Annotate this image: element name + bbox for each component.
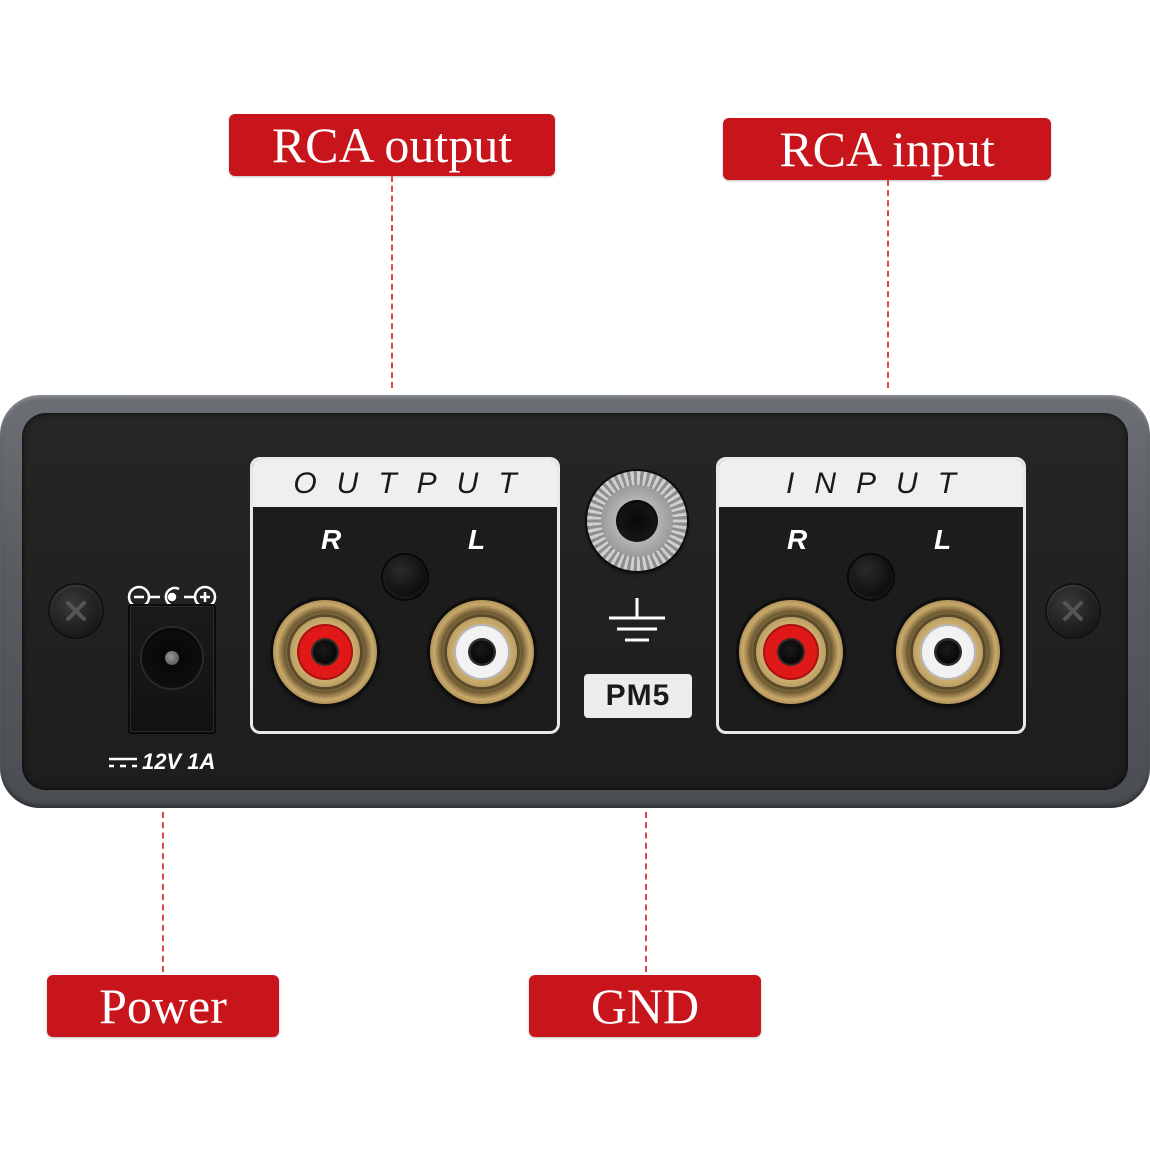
output-left-rca-jack[interactable] [430, 600, 534, 704]
gnd-leader-line [645, 812, 647, 972]
output-panel-title: OUTPUT [253, 460, 557, 507]
gnd-callout: GND [529, 975, 761, 1037]
input-indicator-led [849, 555, 893, 599]
power-callout: Power [47, 975, 279, 1037]
power-rating-label: 12V 1A [108, 749, 215, 775]
ground-symbol-icon [609, 598, 665, 642]
rca-input-callout: RCA input [723, 118, 1051, 180]
output-panel: OUTPUT R L [250, 457, 560, 734]
input-panel-title: INPUT [719, 460, 1023, 507]
output-right-label: R [321, 524, 342, 555]
input-right-label: R [787, 524, 808, 555]
dc-jack-socket [142, 628, 202, 688]
power-rating-text: 12V 1A [142, 749, 216, 774]
power-leader-line [162, 812, 164, 972]
phillips-screw-icon [1047, 585, 1099, 637]
dc-jack-pin [165, 651, 179, 665]
input-panel: INPUT R L [716, 457, 1026, 734]
dc-current-icon [109, 757, 137, 768]
input-left-rca-jack[interactable] [896, 600, 1000, 704]
model-badge: PM5 [584, 674, 692, 718]
preamp-rear-panel: 12V 1A OUTPUT R L [0, 395, 1150, 808]
output-indicator-led [383, 555, 427, 599]
ground-post-hole [616, 500, 658, 542]
output-left-label: L [468, 524, 486, 555]
rca-output-leader-line [391, 176, 393, 388]
rca-output-callout: RCA output [229, 114, 555, 176]
dc-power-jack[interactable] [128, 604, 216, 734]
input-right-rca-jack[interactable] [739, 600, 843, 704]
phillips-screw-icon [50, 585, 102, 637]
faceplate: 12V 1A OUTPUT R L [22, 413, 1128, 790]
rca-input-leader-line [887, 180, 889, 388]
ground-binding-post[interactable] [587, 471, 687, 571]
output-right-rca-jack[interactable] [273, 600, 377, 704]
ground-post-cap [601, 485, 673, 557]
input-left-label: L [934, 524, 952, 555]
